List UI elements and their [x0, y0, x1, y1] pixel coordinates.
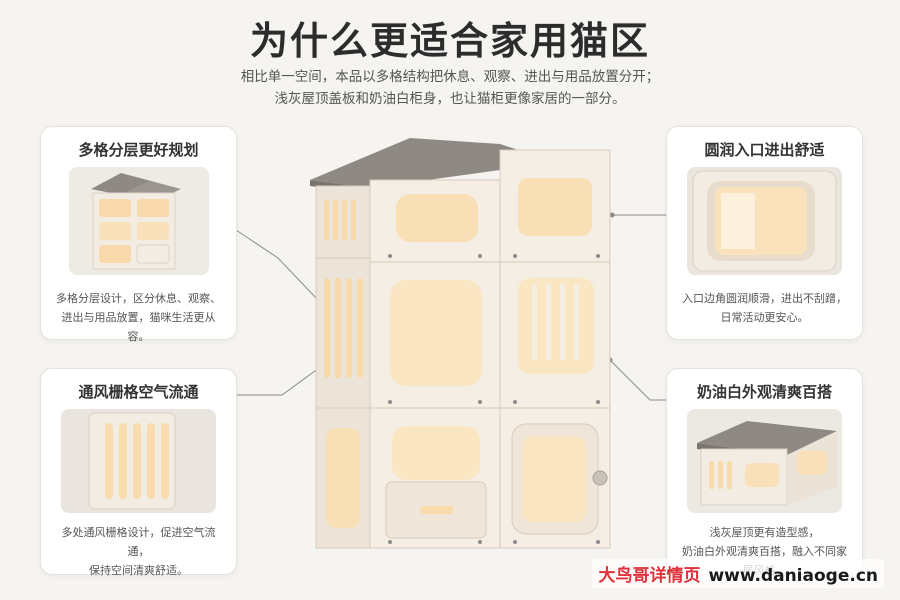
window-top-left	[396, 194, 478, 242]
mini-cabinet-illustration	[91, 173, 181, 270]
desc-line: 进出与用品放置，猫咪生活更从容。	[61, 311, 216, 343]
ventilation-grille-illustration	[88, 412, 176, 510]
subtitle-line: 相比单一空间，本品以多格结构把休息、观察、进出与用品放置分开；	[240, 69, 660, 85]
cat-cabinet-product-image	[300, 128, 630, 560]
roof-module-closeup	[687, 409, 842, 513]
page-subtitle: 相比单一空间，本品以多格结构把休息、观察、进出与用品放置分开； 浅灰屋顶盖板和奶…	[0, 66, 900, 110]
desc-line: 多处通风栅格设计，促进空气流通，	[61, 526, 216, 558]
feature-card-desc: 入口边角圆润顺滑，进出不刮蹭， 日常活动更安心。	[679, 289, 850, 327]
watermark-brand: 大鸟哥详情页	[598, 566, 701, 586]
window-mid-right	[518, 278, 594, 374]
cat-cabinet-illustration	[310, 138, 611, 549]
window-top-right	[518, 178, 592, 236]
feature-card-desc: 多格分层设计，区分休息、观察、 进出与用品放置，猫咪生活更从容。	[53, 289, 224, 346]
feature-card-entrance: 圆润入口进出舒适 入口边角圆润顺滑，进出不刮蹭， 日常活动更安心。	[666, 126, 863, 340]
subtitle-line: 浅灰屋顶盖板和奶油白柜身，也让猫柜更像家居的一部分。	[274, 91, 626, 107]
left-roof	[310, 138, 500, 188]
feature-card-title: 多格分层更好规划	[78, 141, 199, 159]
feature-card-appearance: 奶油白外观清爽百搭 浅灰屋顶更有造型感， 奶油白外观清爽百搭，融入不同家居风格。	[666, 368, 863, 577]
feature-card-desc: 多处通风栅格设计，促进空气流通， 保持空间清爽舒适。	[53, 523, 224, 580]
multi-grid-cabinet-thumbnail	[69, 167, 209, 275]
door-knob	[592, 470, 608, 486]
desc-line: 入口边角圆润顺滑，进出不刮蹭，	[682, 292, 847, 305]
page-title: 为什么更适合家用猫区	[249, 19, 650, 63]
feature-card-title: 通风栅格空气流通	[78, 383, 199, 401]
window-mid-left	[390, 280, 482, 386]
watermark-url: www.daniaoge.cn	[708, 566, 878, 586]
desc-line: 多格分层设计，区分休息、观察、	[56, 292, 221, 305]
feature-card-ventilation: 通风栅格空气流通 多处通风栅格设计，促进空气流通， 保持空间清爽舒适。	[40, 368, 237, 577]
side-entrance	[326, 428, 360, 528]
desc-line: 日常活动更安心。	[720, 311, 809, 324]
feature-card-title: 圆润入口进出舒适	[704, 141, 825, 159]
roof-module-illustration	[697, 421, 837, 506]
desc-line: 浅灰屋顶更有造型感，	[709, 526, 820, 539]
rounded-entrance-closeup	[687, 167, 842, 275]
feature-card-multi-grid: 多格分层更好规划 多格分层设计，区分休息、观察、 进出与用品放置，猫咪生活更从容…	[40, 126, 237, 343]
watermark: 大鸟哥详情页 www.daniaoge.cn	[592, 559, 884, 588]
feature-card-title: 奶油白外观清爽百搭	[696, 383, 832, 401]
window-bottom-left	[392, 426, 480, 480]
rounded-entrance-illustration	[692, 170, 837, 272]
desc-line: 保持空间清爽舒适。	[89, 564, 188, 577]
ventilation-grille-closeup	[61, 409, 216, 513]
